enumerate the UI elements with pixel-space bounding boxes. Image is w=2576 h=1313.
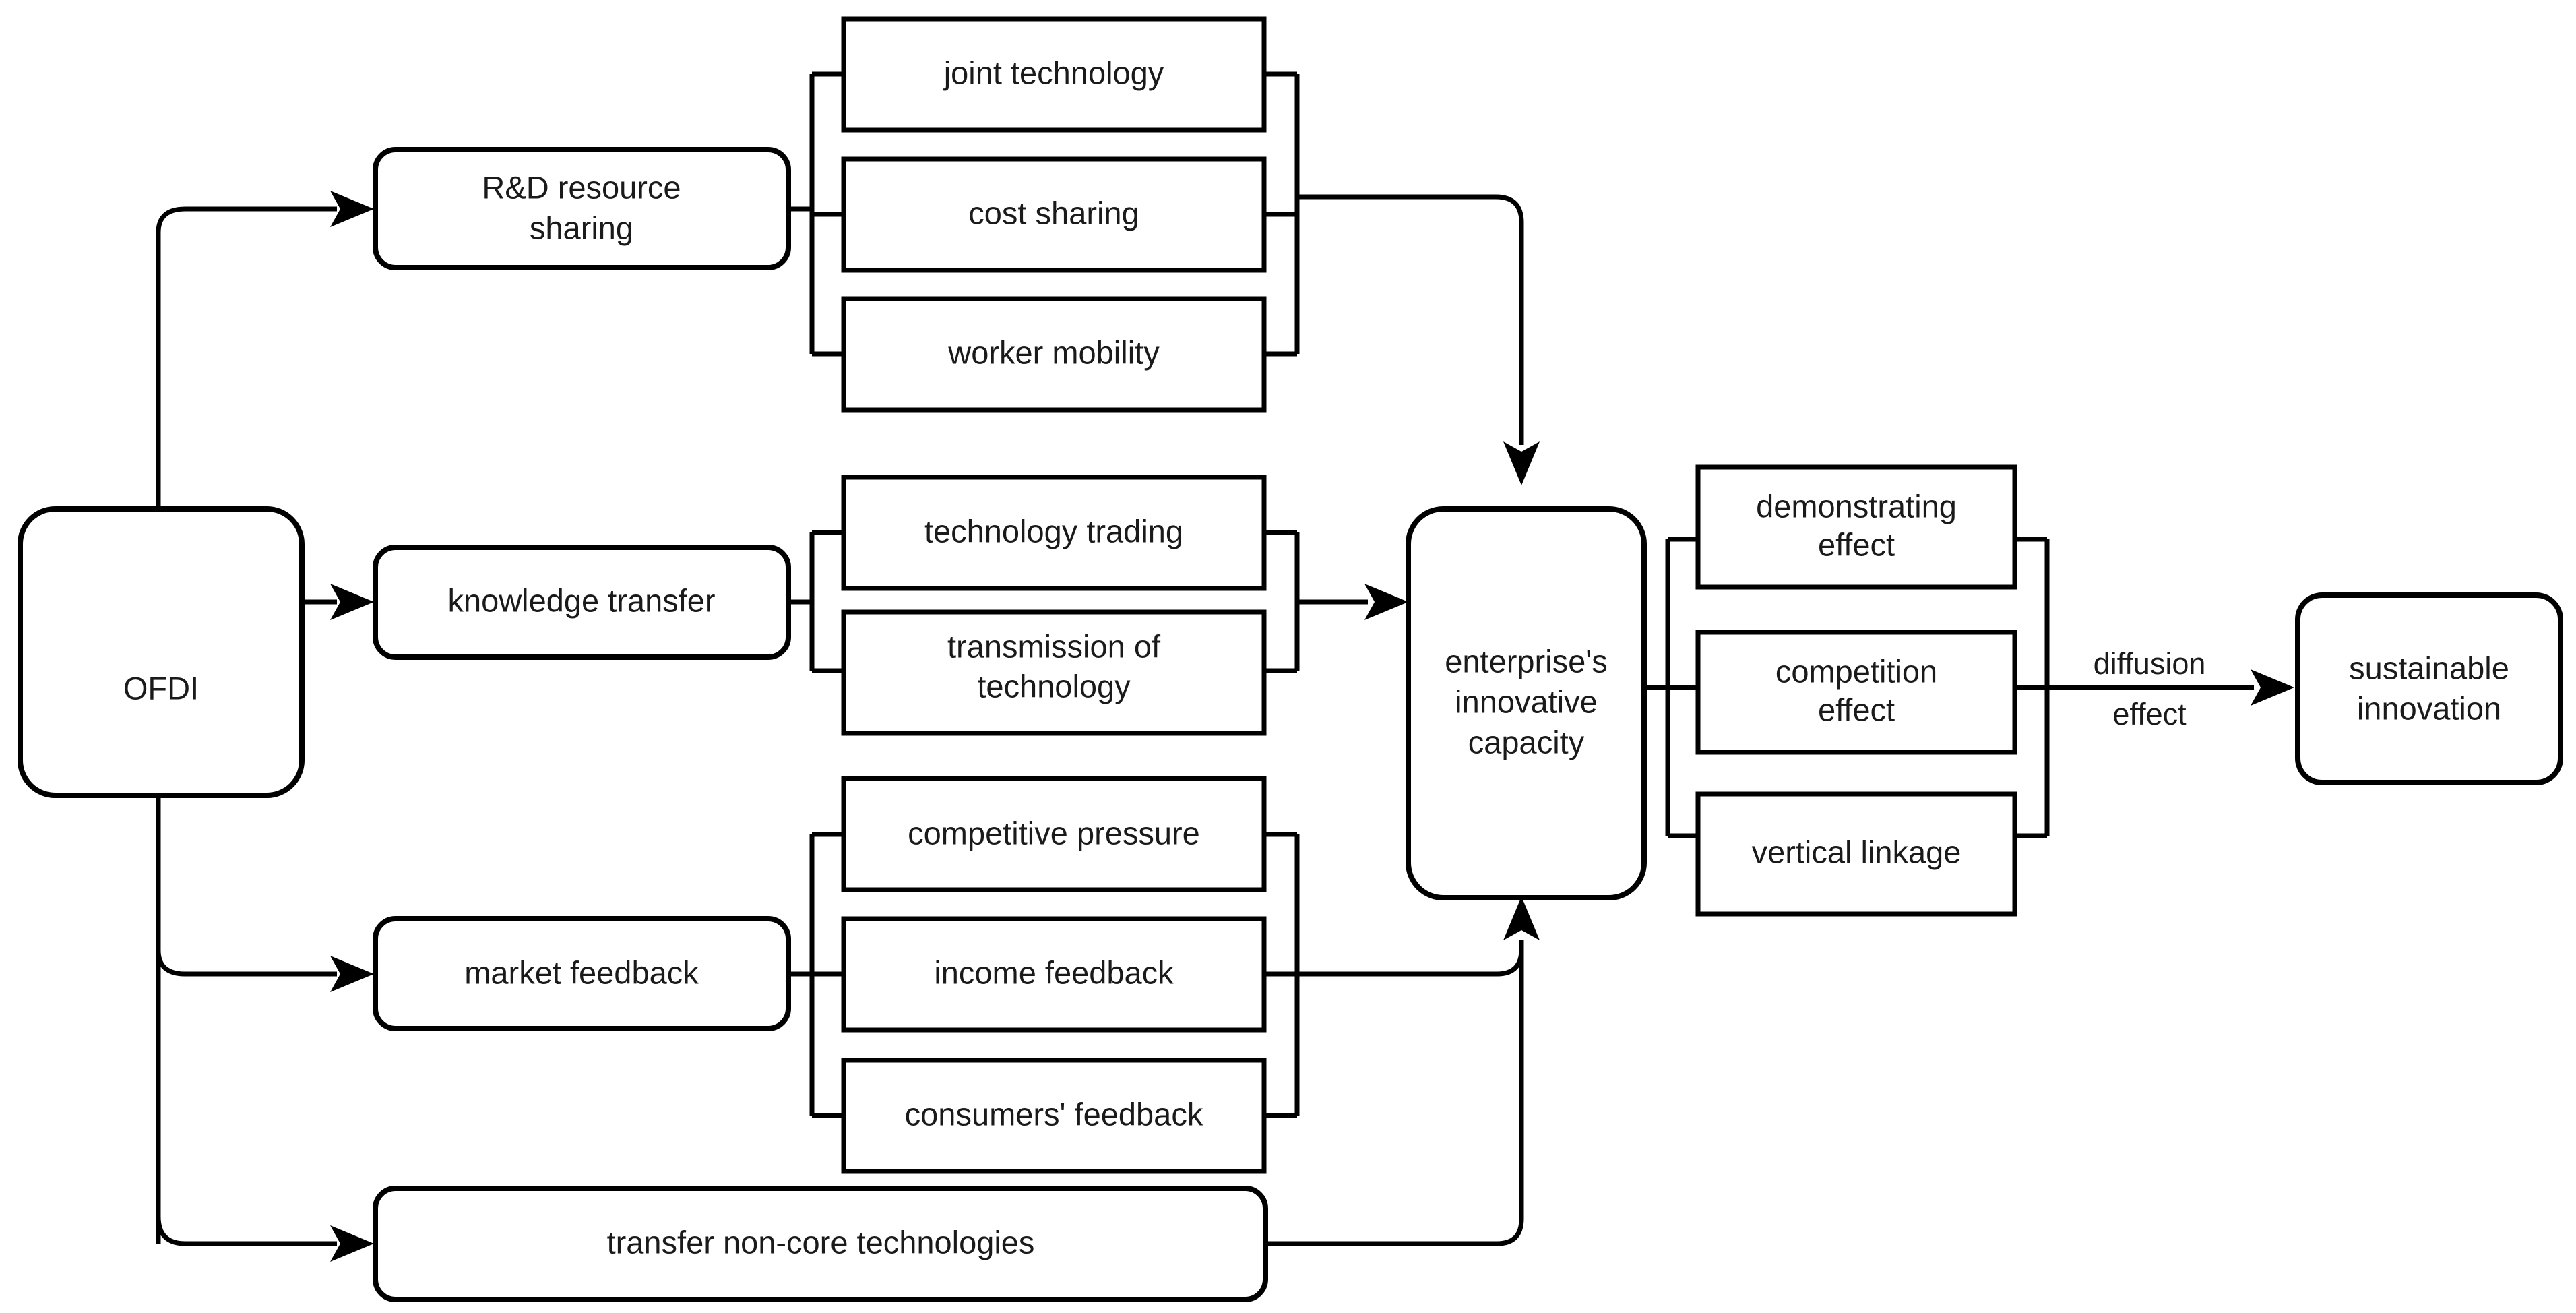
knowledge-group-bracket [788, 530, 1408, 673]
edge-label-diffusion-effect: diffusion effect [2094, 646, 2206, 731]
worker-mobility-label: worker mobility [947, 334, 1160, 370]
vertical-linkage-box[interactable] [1695, 791, 2017, 917]
transfer-non-core-technologies-box[interactable] [373, 1186, 1268, 1302]
income-feedback-box[interactable] [841, 916, 1267, 1033]
market-feedback-box[interactable] [373, 916, 791, 1031]
vertical-linkage-label: vertical linkage [1752, 834, 1961, 869]
node-joint-technology[interactable]: joint technology [841, 16, 1267, 133]
rd-resource-sharing-label-line1: R&D resource [482, 169, 681, 205]
node-enterprise-innovative-capacity[interactable]: enterprise's innovative capacity [1406, 506, 1647, 900]
edge-transfer-non-core-to-enterprise [1265, 940, 1524, 1246]
node-demonstrating-effect[interactable]: demonstrating effect [1695, 464, 2017, 590]
arrowhead-rd-to-enterprise [1503, 441, 1540, 485]
cost-sharing-label: cost sharing [968, 195, 1139, 231]
rd-group-bracket [788, 71, 1540, 485]
node-transfer-non-core-technologies[interactable]: transfer non-core technologies [373, 1186, 1268, 1302]
node-competitive-pressure[interactable]: competitive pressure [841, 776, 1267, 892]
income-feedback-label: income feedback [934, 954, 1174, 990]
competition-effect-label-line2: effect [1818, 692, 1895, 727]
demonstrating-effect-box[interactable] [1695, 464, 2017, 590]
arrowhead-bottom-to-enterprise [1503, 896, 1540, 940]
joint-technology-label: joint technology [943, 55, 1164, 90]
edge-rd-group-to-enterprise [1297, 194, 1524, 445]
cost-sharing-box[interactable] [841, 156, 1267, 273]
arrowhead-knowledge-transfer [330, 584, 374, 620]
enterprise-capacity-label-line2: innovative [1455, 683, 1598, 719]
enterprise-capacity-label-line1: enterprise's [1445, 643, 1607, 679]
competitive-pressure-box[interactable] [841, 776, 1267, 892]
worker-mobility-box[interactable] [841, 296, 1267, 413]
sustainable-innovation-box[interactable] [2295, 592, 2563, 785]
demonstrating-effect-label-line2: effect [1818, 526, 1895, 562]
rd-resource-sharing-box[interactable] [373, 147, 791, 270]
market-feedback-label: market feedback [464, 954, 699, 990]
transmission-of-technology-label-line2: technology [977, 668, 1131, 704]
diffusion-effect-label-line1: diffusion [2094, 646, 2206, 681]
enterprise-capacity-label-line3: capacity [1468, 724, 1585, 760]
node-income-feedback[interactable]: income feedback [841, 916, 1267, 1033]
edge-ofdi-to-market-feedback [156, 950, 337, 977]
node-competition-effect[interactable]: competition effect [1695, 630, 2017, 755]
knowledge-transfer-label: knowledge transfer [447, 582, 715, 618]
node-consumers-feedback[interactable]: consumers' feedback [841, 1058, 1267, 1174]
consumers-feedback-box[interactable] [841, 1058, 1267, 1174]
arrowhead-rd-resource-sharing [330, 191, 374, 227]
node-sustainable-innovation[interactable]: sustainable innovation [2295, 592, 2563, 785]
sustainable-innovation-label-line2: innovation [2357, 690, 2501, 726]
node-transmission-of-technology[interactable]: transmission of technology [841, 609, 1267, 736]
technology-trading-box[interactable] [841, 475, 1267, 591]
arrowhead-transfer-non-core [330, 1225, 374, 1262]
enterprise-innovative-capacity-box[interactable] [1406, 506, 1647, 900]
arrowhead-market-feedback [330, 956, 374, 992]
competitive-pressure-label: competitive pressure [908, 815, 1200, 851]
technology-trading-label: technology trading [924, 513, 1183, 549]
node-ofdi[interactable]: OFDI [18, 506, 305, 798]
node-market-feedback[interactable]: market feedback [373, 916, 791, 1031]
transmission-of-technology-box[interactable] [841, 609, 1267, 736]
arrowhead-sustainable-innovation [2251, 669, 2294, 706]
consumers-feedback-label: consumers' feedback [905, 1096, 1203, 1132]
edge-ofdi-to-rd-resource-sharing [156, 206, 337, 233]
knowledge-transfer-box[interactable] [373, 545, 791, 660]
diffusion-effect-label-line2: effect [2112, 697, 2187, 731]
competition-effect-box[interactable] [1695, 630, 2017, 755]
node-cost-sharing[interactable]: cost sharing [841, 156, 1267, 273]
transmission-of-technology-label-line1: transmission of [947, 628, 1161, 664]
transfer-non-core-route [1265, 896, 1540, 1246]
edge-ofdi-to-transfer-non-core [156, 1216, 337, 1246]
node-knowledge-transfer[interactable]: knowledge transfer [373, 545, 791, 660]
node-rd-resource-sharing[interactable]: R&D resource sharing [373, 147, 791, 270]
edge-market-group-to-enterprise [1297, 940, 1524, 977]
ofdi-label: OFDI [123, 670, 199, 706]
node-worker-mobility[interactable]: worker mobility [841, 296, 1267, 413]
sustainable-innovation-label-line1: sustainable [2349, 650, 2509, 685]
node-vertical-linkage[interactable]: vertical linkage [1695, 791, 2017, 917]
demonstrating-effect-label-line1: demonstrating [1756, 488, 1957, 524]
ofdi-box[interactable] [18, 506, 305, 798]
joint-technology-box[interactable] [841, 16, 1267, 133]
node-technology-trading[interactable]: technology trading [841, 475, 1267, 591]
arrowhead-knowledge-to-enterprise [1364, 584, 1408, 620]
rd-resource-sharing-label-line2: sharing [530, 210, 633, 245]
effects-group-bracket [1644, 537, 2294, 838]
competition-effect-label-line1: competition [1776, 653, 1937, 689]
transfer-non-core-technologies-label: transfer non-core technologies [607, 1224, 1035, 1260]
